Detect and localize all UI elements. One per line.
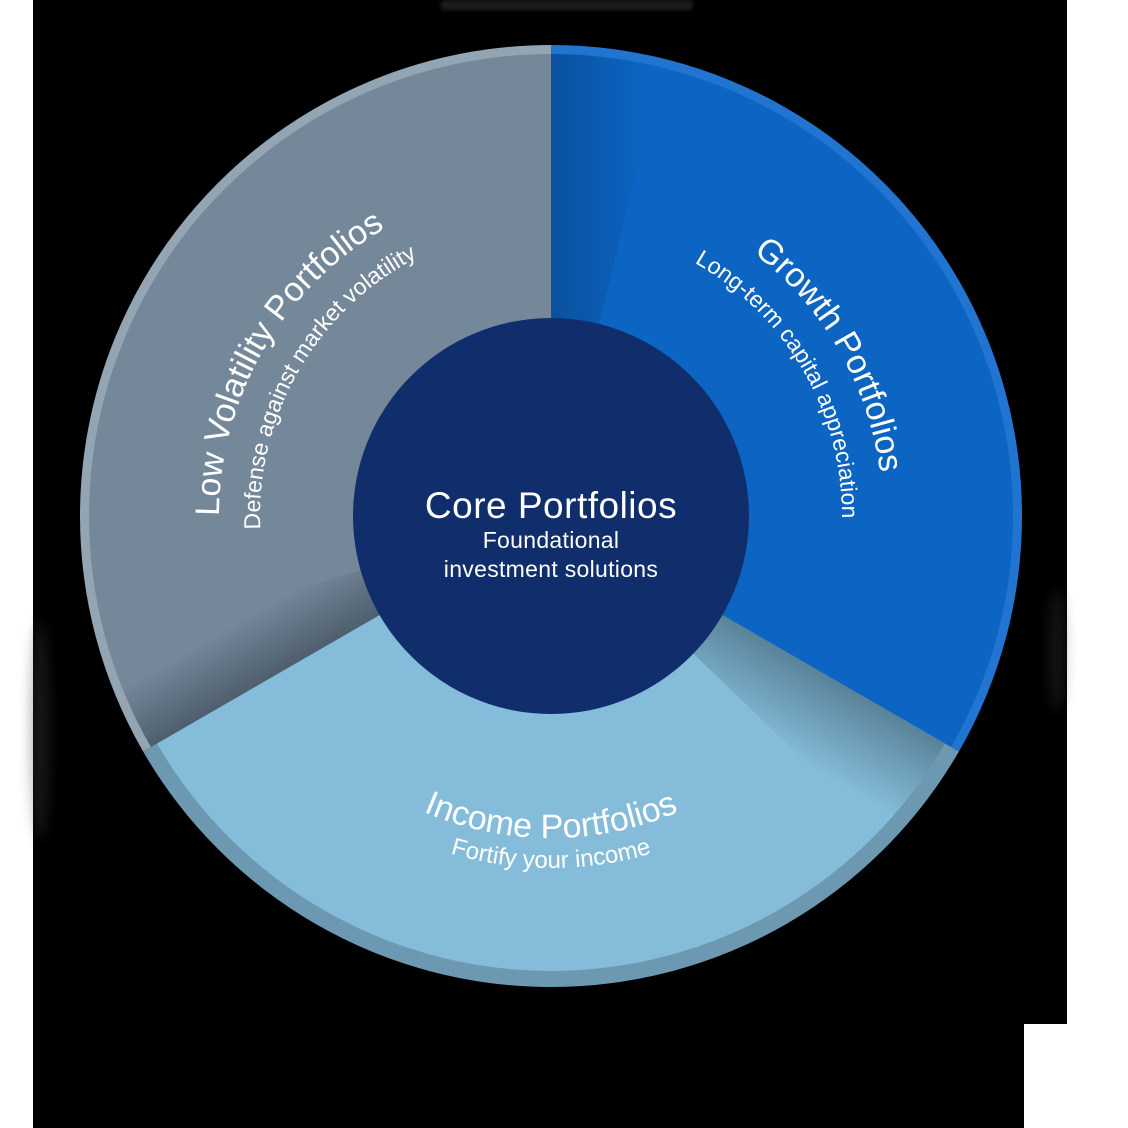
left-edge-shadow-artifact: [30, 620, 50, 840]
right-edge-shadow-artifact: [1048, 588, 1066, 712]
center-subtitle-line2: investment solutions: [444, 556, 658, 582]
segment-income: [157, 516, 945, 971]
center-title: Core Portfolios: [425, 485, 677, 526]
clipped-text-artifact: [441, 0, 693, 10]
lower-panel-background: [33, 1024, 1024, 1128]
center-circle: [353, 318, 749, 714]
center-subtitle-line1: Foundational: [483, 527, 620, 553]
